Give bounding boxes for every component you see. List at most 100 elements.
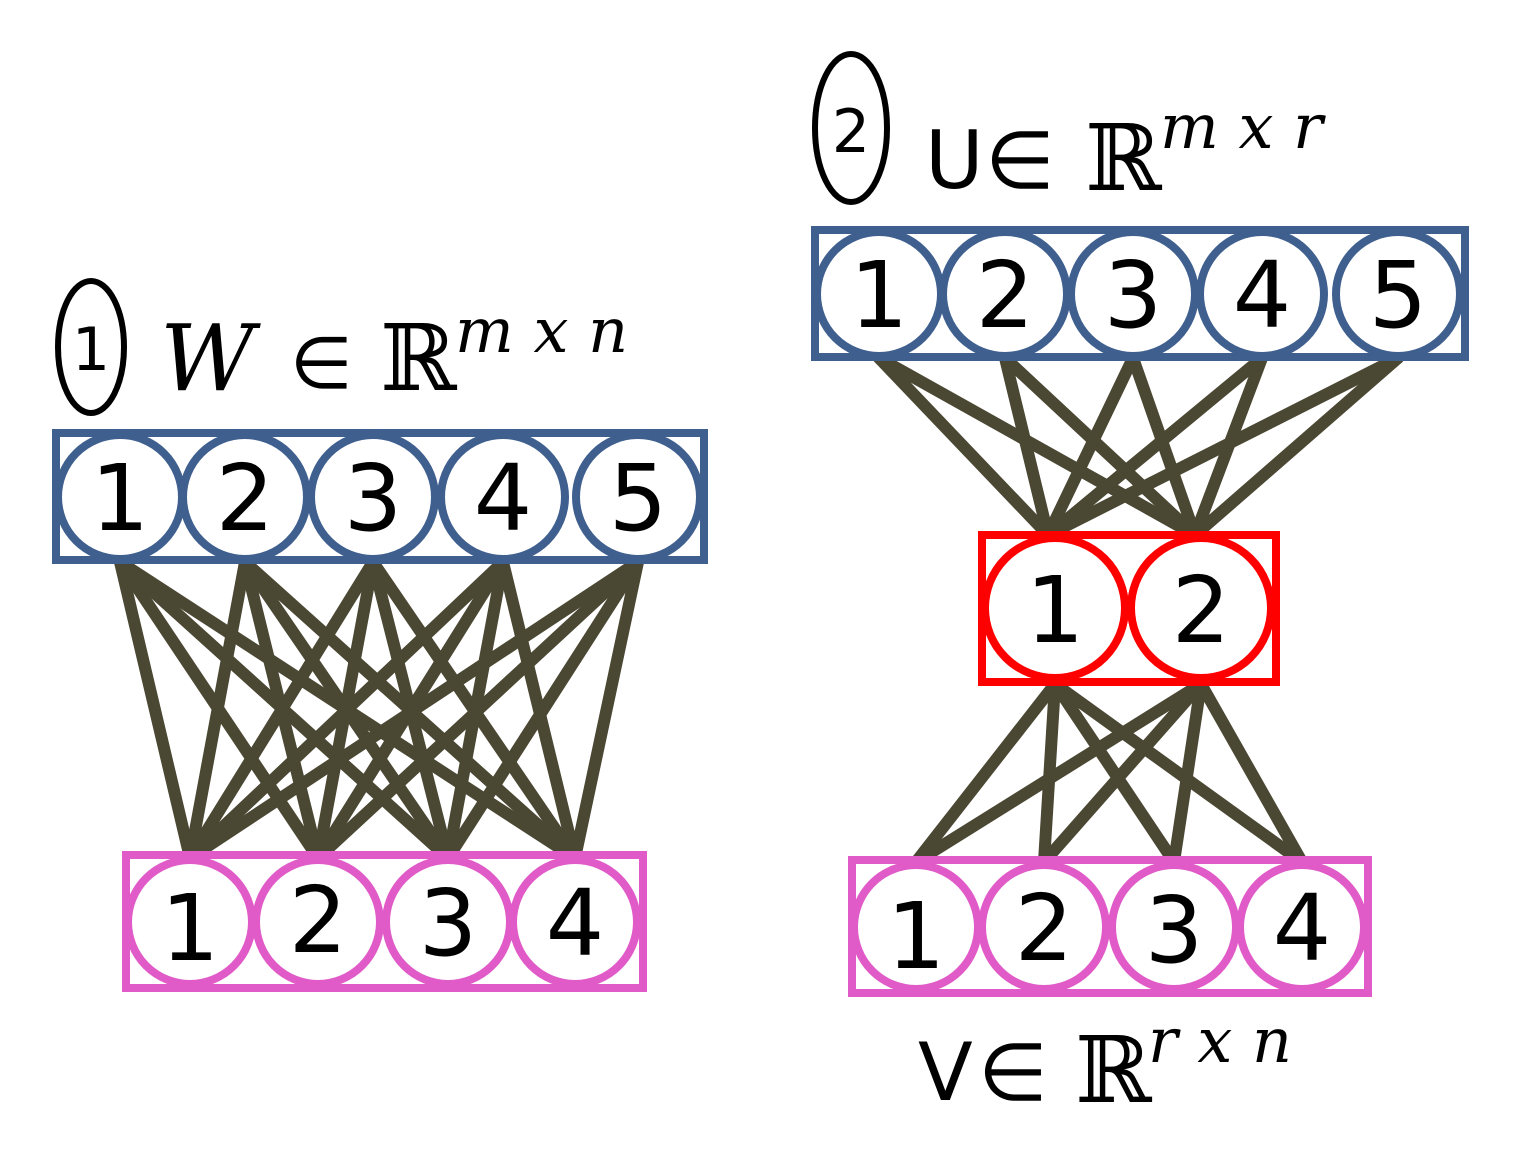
left-bottom-node: 1: [124, 856, 256, 988]
right-upper-edge: [1042, 352, 1268, 541]
left-top-node-label: 1: [91, 445, 150, 552]
right-lower-edge: [1195, 678, 1308, 868]
right-upper-edge: [1189, 352, 1404, 541]
right-bottom-node: 4: [1236, 861, 1368, 993]
right-network: 2 U ∈ ℝ m x r 1 2 3: [811, 51, 1469, 1124]
right-bottom-node: 2: [978, 861, 1110, 993]
left-formula-set: ℝ: [380, 305, 458, 412]
right-top-node-circle: [1067, 228, 1199, 360]
left-top-node: 4: [437, 431, 569, 563]
right-bottom-formula-member: ∈: [978, 1026, 1048, 1119]
right-top-formula-exponent: m x r: [1160, 90, 1326, 163]
right-bottom-node-circle: [978, 861, 1110, 993]
right-upper-edge: [873, 352, 1054, 541]
left-bottom-node-label: 3: [419, 870, 478, 977]
left-edge: [184, 556, 379, 864]
left-top-node-circle: [437, 431, 569, 563]
right-bottom-node-label: 3: [1145, 877, 1204, 984]
right-top-node-circle: [1332, 228, 1464, 360]
right-tag: 2: [812, 51, 890, 205]
left-top-node-label: 5: [609, 445, 668, 552]
right-lower-edge: [910, 678, 1207, 868]
left-top-node: 1: [54, 431, 186, 563]
left-top-node-circle: [307, 431, 439, 563]
left-top-layer: 1 2 3 4 5: [52, 429, 708, 564]
right-middle-layer: 1 2: [978, 531, 1280, 686]
left-edge: [114, 556, 196, 864]
right-top-layer: 1 2 3 4 5: [811, 226, 1469, 361]
right-middle-node-label: 2: [1172, 557, 1231, 664]
right-top-node: 2: [939, 228, 1071, 360]
left-bottom-node: 4: [509, 856, 641, 988]
right-upper-edge: [999, 352, 1201, 541]
right-tag-number: 2: [832, 97, 870, 167]
right-lower-edge: [1038, 678, 1207, 868]
right-bottom-node: 1: [850, 861, 982, 993]
right-top-node-label: 1: [850, 242, 909, 349]
right-bottom-formula-set: ℝ: [1075, 1017, 1153, 1124]
left-top-node-circle: [572, 431, 704, 563]
right-upper-edge: [1042, 352, 1404, 541]
left-edge: [184, 556, 644, 864]
left-top-node-label: 3: [344, 445, 403, 552]
right-bottom-node-label: 1: [887, 883, 946, 990]
right-middle-node-circle: [981, 534, 1129, 682]
right-middle-node-label: 1: [1026, 557, 1085, 664]
right-bottom-node-label: 4: [1273, 875, 1332, 982]
right-top-formula-set: ℝ: [1085, 105, 1163, 212]
right-top-node: 3: [1067, 228, 1199, 360]
right-top-formula-member: ∈: [985, 114, 1055, 207]
left-top-node-label: 4: [474, 445, 533, 552]
right-top-formula: U ∈ ℝ m x r: [925, 90, 1326, 212]
right-top-node-label: 2: [976, 242, 1035, 349]
right-bottom-layer: 1 2 3 4: [848, 856, 1372, 997]
left-bottom-node-label: 1: [161, 875, 220, 982]
right-top-formula-symbol: U: [925, 114, 984, 207]
left-bottom-layer: 1 2 3 4: [122, 851, 647, 992]
right-lower-edge: [910, 678, 1061, 868]
right-middle-node: 1: [981, 534, 1129, 682]
left-top-node: 3: [307, 431, 439, 563]
right-lower-edge: [1049, 678, 1308, 868]
right-top-node-label: 5: [1369, 242, 1428, 349]
left-edge: [312, 556, 644, 864]
connection-edges: [114, 352, 1404, 868]
right-top-node: 5: [1332, 228, 1464, 360]
right-top-node-circle: [1196, 228, 1328, 360]
right-upper-edge: [1042, 352, 1139, 541]
right-middle-node: 2: [1127, 534, 1275, 682]
left-top-node-label: 2: [216, 445, 275, 552]
left-bottom-node-circle: [509, 856, 641, 988]
right-bottom-node-label: 2: [1015, 875, 1074, 982]
right-top-node: 1: [813, 228, 945, 360]
left-bottom-node-circle: [252, 856, 384, 988]
left-tag-number: 1: [72, 315, 110, 385]
left-bottom-node: 3: [382, 856, 514, 988]
left-edge: [442, 556, 644, 864]
left-bottom-node-label: 4: [546, 870, 605, 977]
left-edge: [184, 556, 509, 864]
left-bottom-node: 2: [252, 856, 384, 988]
left-tag: 1: [55, 278, 127, 416]
right-lower-edge: [1168, 678, 1207, 868]
left-formula-member: ∈: [290, 321, 353, 405]
left-top-node: 5: [572, 431, 704, 563]
left-tag-ellipse: [55, 278, 127, 416]
right-bottom-formula-symbol: V: [918, 1026, 973, 1119]
right-top-node-label: 3: [1104, 242, 1163, 349]
right-upper-edge: [999, 352, 1054, 541]
left-edge: [569, 556, 644, 864]
right-top-node: 4: [1196, 228, 1328, 360]
right-bottom-formula-exponent: r x n: [1148, 1004, 1292, 1077]
right-upper-edge: [873, 352, 1201, 541]
left-formula-symbol: W: [160, 305, 261, 412]
right-tag-ellipse: [812, 51, 890, 205]
left-bottom-node-label: 2: [289, 867, 348, 974]
right-bottom-node: 3: [1108, 861, 1240, 993]
left-formula-exponent: m x n: [455, 294, 628, 367]
right-bottom-node-circle: [1236, 861, 1368, 993]
left-edge: [184, 556, 251, 864]
right-top-node-label: 4: [1233, 242, 1292, 349]
right-bottom-formula: V ∈ ℝ r x n: [918, 1004, 1292, 1124]
